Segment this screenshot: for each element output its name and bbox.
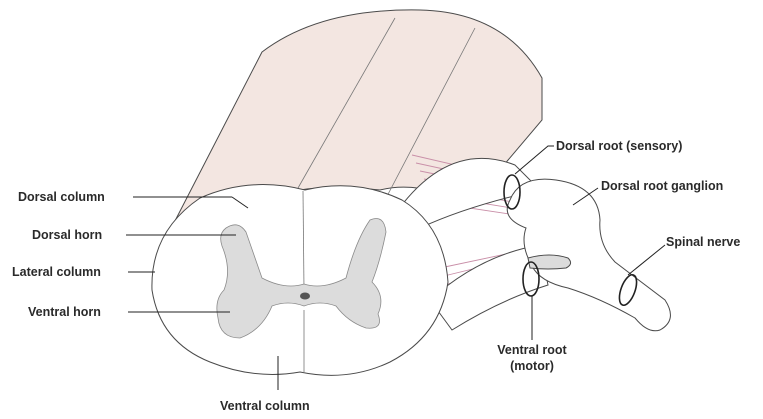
label-dorsal-horn: Dorsal horn	[32, 228, 102, 242]
label-ventral-root: Ventral root	[497, 343, 567, 357]
label-ventral-column: Ventral column	[220, 399, 310, 413]
label-spinal-nerve: Spinal nerve	[666, 235, 740, 249]
leader-spinal-nerve	[628, 245, 665, 275]
leader-dorsal-root	[515, 146, 554, 174]
cross-section-white-matter	[152, 185, 448, 376]
central-canal	[300, 293, 310, 300]
label-dorsal-root-ganglion: Dorsal root ganglion	[601, 179, 723, 193]
label-dorsal-root: Dorsal root (sensory)	[556, 139, 682, 153]
label-ventral-horn: Ventral horn	[28, 305, 101, 319]
label-ventral-root-motor: (motor)	[510, 359, 554, 373]
ventral-root-joining-strand	[528, 255, 571, 269]
label-lateral-column: Lateral column	[12, 265, 101, 279]
label-dorsal-column: Dorsal column	[18, 190, 105, 204]
